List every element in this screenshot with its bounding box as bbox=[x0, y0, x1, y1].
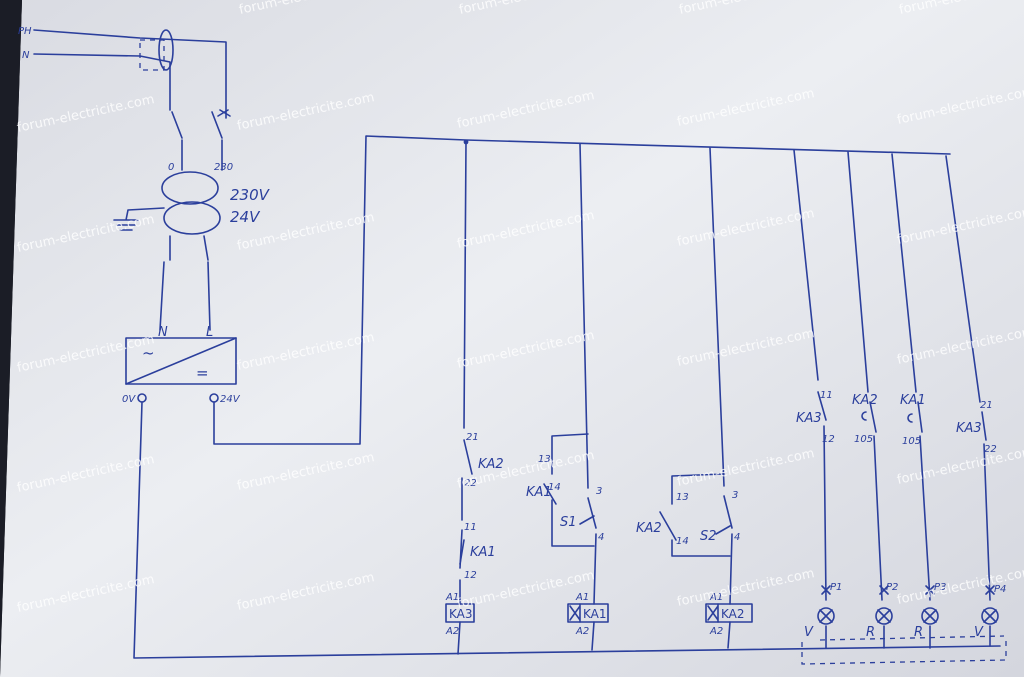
svg-text:4: 4 bbox=[734, 532, 740, 543]
svg-text:P3: P3 bbox=[934, 582, 946, 593]
lamp2-top-label: KA2 bbox=[852, 393, 878, 408]
transformer-secondary-voltage: 24V bbox=[230, 208, 261, 226]
terminal-0v-label: 0V bbox=[122, 394, 136, 405]
lamp-p2 bbox=[875, 607, 893, 625]
transformer-tap: 230 bbox=[214, 162, 233, 173]
neutral-label: N bbox=[22, 50, 30, 61]
ground-icon bbox=[113, 207, 165, 231]
lamp-p4 bbox=[981, 607, 999, 625]
contact-ka1-nc-label: KA1 bbox=[526, 485, 552, 500]
lamp-return-dashed bbox=[801, 640, 1007, 665]
converter-n-label: N bbox=[158, 325, 168, 340]
lamp1-contact-label: KA3 bbox=[796, 411, 822, 426]
terminal-24v-label: 24V bbox=[220, 394, 241, 405]
coil-ka1-label: KA1 bbox=[583, 607, 607, 621]
svg-text:12: 12 bbox=[464, 570, 477, 581]
transformer-primary-voltage: 230V bbox=[230, 186, 271, 204]
lamp-column-1: 11 12 KA3 P1 V bbox=[793, 149, 842, 649]
phase-wire bbox=[33, 29, 227, 119]
lamp1-color: V bbox=[804, 625, 814, 640]
contact-ka1-label: KA1 bbox=[470, 545, 496, 560]
fuse-box bbox=[139, 39, 165, 71]
svg-text:A1: A1 bbox=[709, 592, 723, 603]
svg-text:A1: A1 bbox=[445, 592, 459, 603]
coil-ka3-label: KA3 bbox=[449, 607, 473, 621]
switch-blade-1 bbox=[171, 111, 183, 139]
coil-ka3 bbox=[445, 603, 475, 623]
svg-text:3: 3 bbox=[596, 486, 602, 497]
svg-text:A2: A2 bbox=[709, 626, 723, 637]
svg-text:22: 22 bbox=[984, 444, 997, 455]
converter-dc-symbol: = bbox=[196, 364, 209, 382]
switch-blade-2 bbox=[211, 111, 223, 139]
svg-text:13: 13 bbox=[538, 454, 551, 465]
lamp-p3 bbox=[921, 607, 939, 625]
lamp3-color: R bbox=[914, 625, 923, 640]
svg-text:P2: P2 bbox=[886, 582, 898, 593]
lamp3-top-label: KA1 bbox=[900, 393, 926, 408]
transformer-secondary-coil bbox=[163, 201, 221, 235]
transformer-tap0: 0 bbox=[168, 162, 174, 173]
svg-text:A1: A1 bbox=[575, 592, 589, 603]
disconnect-symbol bbox=[158, 29, 174, 71]
contact-ka2-label: KA2 bbox=[478, 457, 504, 472]
svg-text:105: 105 bbox=[854, 434, 873, 445]
svg-text:14: 14 bbox=[676, 536, 689, 547]
primary-wires bbox=[181, 139, 223, 171]
switch-s1-label: S1 bbox=[560, 515, 577, 530]
lamp-column-3: KA1 105 P3 R bbox=[891, 153, 946, 649]
ac-dc-converter bbox=[125, 337, 237, 385]
lamp2-color: R bbox=[866, 625, 875, 640]
svg-text:3: 3 bbox=[732, 490, 738, 501]
lamp4-contact-label: KA3 bbox=[956, 421, 982, 436]
coil-ka1 bbox=[567, 603, 609, 623]
svg-text:4: 4 bbox=[598, 532, 604, 543]
svg-text:P1: P1 bbox=[830, 582, 842, 593]
contact-ka2-nc-label: KA2 bbox=[636, 521, 662, 536]
svg-text:12: 12 bbox=[822, 434, 835, 445]
lamp-column-4: 21 22 KA3 P4 V bbox=[945, 155, 1006, 647]
secondary-wires bbox=[169, 235, 209, 261]
svg-text:14: 14 bbox=[548, 482, 561, 493]
positive-bus bbox=[213, 135, 951, 445]
supply-section: PH N 0 230 230V 24V N L ~ = 0V 24V bbox=[18, 26, 271, 405]
dark-corner bbox=[0, 0, 22, 677]
neutral-wire bbox=[33, 53, 171, 111]
svg-text:105: 105 bbox=[902, 436, 921, 447]
lamp4-color: V bbox=[974, 625, 984, 640]
svg-text:P4: P4 bbox=[994, 584, 1006, 595]
svg-text:21: 21 bbox=[466, 432, 479, 443]
converter-ac-symbol: ~ bbox=[142, 344, 155, 362]
coil-ka2 bbox=[705, 603, 753, 623]
svg-text:A2: A2 bbox=[445, 626, 459, 637]
lamp-column-2: KA2 105 P2 R bbox=[847, 151, 898, 649]
converter-l-label: L bbox=[206, 325, 213, 340]
negative-bus bbox=[133, 401, 1001, 659]
switch-s2-label: S2 bbox=[700, 529, 717, 544]
phase-label: PH bbox=[18, 26, 32, 37]
lamp-p1 bbox=[817, 607, 835, 625]
rung-ka1: 13 14 KA1 3 4 S1 A1 A2 KA1 bbox=[526, 143, 609, 651]
svg-text:13: 13 bbox=[676, 492, 689, 503]
rung-ka3: 21 22 KA2 11 12 KA1 A1 A2 KA3 bbox=[445, 141, 504, 655]
coil-ka2-label: KA2 bbox=[721, 607, 745, 621]
transformer-primary-coil bbox=[161, 171, 219, 205]
svg-text:22: 22 bbox=[464, 478, 477, 489]
rung-ka2: 13 14 KA2 3 4 S2 A1 A2 KA2 bbox=[636, 147, 753, 649]
svg-text:A2: A2 bbox=[575, 626, 589, 637]
svg-text:21: 21 bbox=[980, 400, 993, 411]
svg-text:11: 11 bbox=[820, 390, 833, 401]
svg-text:11: 11 bbox=[464, 522, 477, 533]
